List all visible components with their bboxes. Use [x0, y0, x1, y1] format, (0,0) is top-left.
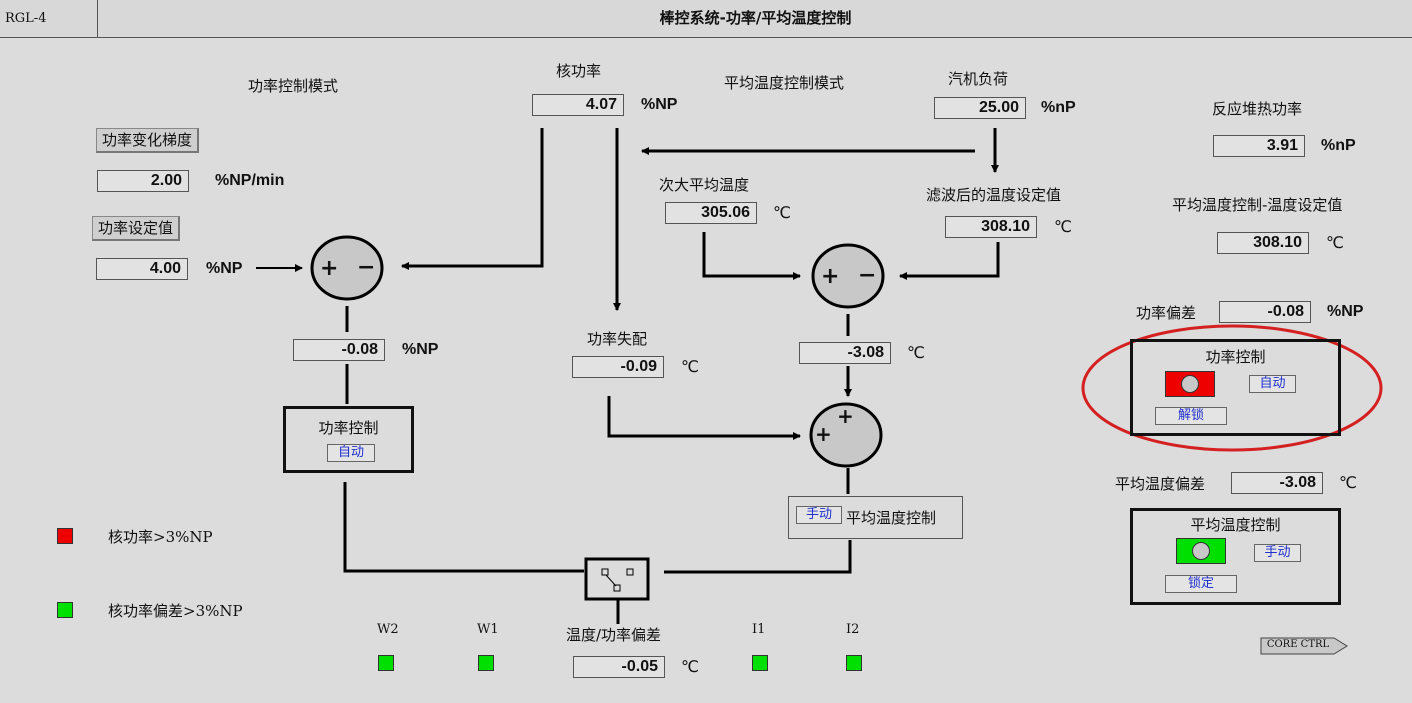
temp-error-value: -3.08	[799, 342, 891, 364]
mismatch-unit: ℃	[681, 357, 699, 376]
line-tavg-to-sum	[702, 232, 801, 280]
power-deviation-unit: %NP	[1327, 303, 1364, 320]
power-control-block-mode-button[interactable]: 自动	[327, 444, 375, 462]
legend-red-label: 核功率>3%NP	[108, 528, 213, 546]
tavg-unit: ℃	[773, 203, 791, 222]
power-gradient-value[interactable]: 2.00	[97, 170, 189, 192]
sum-junction-temp	[811, 243, 885, 309]
power-control-panel-title: 功率控制	[1205, 348, 1266, 366]
arrow-right-icon	[1260, 637, 1348, 655]
line-mismatch-to-sum3	[607, 396, 801, 440]
turbine-load-value: 25.00	[934, 97, 1026, 119]
temp-control-panel: 平均温度控制 手动 锁定	[1130, 508, 1341, 605]
indicator-w2-lamp	[378, 655, 394, 671]
mismatch-label: 功率失配	[587, 330, 648, 348]
legend-green-swatch	[57, 602, 73, 618]
sum1-minus: −	[357, 255, 376, 280]
power-control-mode-button[interactable]: 自动	[1249, 375, 1296, 393]
tavg-value: 305.06	[665, 202, 757, 224]
power-gradient-button[interactable]: 功率变化梯度	[96, 128, 200, 153]
temp-setpoint-value: 308.10	[1217, 232, 1309, 254]
temp-deviation-label: 平均温度偏差	[1115, 475, 1206, 493]
sum2-minus: −	[858, 263, 877, 288]
screen-id: RGL-4	[0, 0, 98, 37]
power-setpoint-value[interactable]: 4.00	[96, 258, 188, 280]
mode-switch	[584, 557, 650, 601]
reactor-power-label: 反应堆热功率	[1212, 100, 1303, 118]
temp-mode-title: 平均温度控制模式	[724, 74, 845, 92]
indicator-i1-label: I1	[752, 622, 766, 637]
power-control-block: 功率控制 自动	[283, 406, 414, 473]
sum1-plus: +	[320, 256, 339, 281]
legend-green-label: 核功率偏差>3%NP	[108, 602, 243, 620]
temp-control-block-mode-button[interactable]: 手动	[796, 506, 842, 524]
mismatch-value: -0.09	[572, 356, 664, 378]
reactor-power-value: 3.91	[1213, 135, 1305, 157]
sum3-plus-top: +	[837, 404, 854, 428]
core-ctrl-nav-button[interactable]: CORE CTRL	[1260, 637, 1350, 655]
indicator-w1-label: W1	[477, 622, 499, 637]
power-control-block-title: 功率控制	[318, 419, 379, 437]
tavg-label: 次大平均温度	[659, 176, 750, 194]
temp-control-panel-title: 平均温度控制	[1190, 516, 1281, 534]
indicator-i2-lamp	[846, 655, 862, 671]
temp-control-status-lamp[interactable]	[1176, 538, 1226, 564]
power-deviation-label: 功率偏差	[1136, 304, 1197, 322]
turbine-load-unit: %nP	[1041, 99, 1076, 116]
temp-setpoint-unit: ℃	[1326, 233, 1344, 252]
sum-junction-power	[310, 235, 384, 301]
power-error-value: -0.08	[293, 339, 385, 361]
line-filtered-to-sum	[899, 242, 1000, 280]
indicator-w2-label: W2	[377, 622, 399, 637]
page-title: 棒控系统-功率/平均温度控制	[659, 9, 852, 27]
temp-setpoint-label: 平均温度控制-温度设定值	[1172, 196, 1343, 214]
nuclear-power-unit: %NP	[641, 96, 678, 113]
legend-red-swatch	[57, 528, 73, 544]
filtered-setpoint-unit: ℃	[1054, 217, 1072, 236]
indicator-i1-lamp	[752, 655, 768, 671]
power-setpoint-button[interactable]: 功率设定值	[92, 216, 181, 241]
power-setpoint-unit: %NP	[206, 260, 243, 277]
temp-control-lock-button[interactable]: 锁定	[1165, 575, 1237, 593]
line-np-to-sum	[401, 128, 544, 270]
highlight-ellipse	[1081, 324, 1383, 452]
power-control-lock-button[interactable]: 解锁	[1155, 407, 1227, 425]
temp-deviation-unit: ℃	[1339, 473, 1357, 492]
temp-error-unit: ℃	[907, 343, 925, 362]
power-gradient-unit: %NP/min	[215, 172, 285, 189]
turbine-load-label: 汽机负荷	[948, 70, 1009, 88]
temp-control-block: 手动 平均温度控制	[788, 496, 963, 539]
nuclear-power-label: 核功率	[556, 62, 602, 80]
core-ctrl-label: CORE CTRL	[1266, 639, 1330, 650]
sum-junction-total	[809, 402, 883, 468]
temp-deviation-value: -3.08	[1231, 472, 1323, 494]
power-error-unit: %NP	[402, 341, 439, 358]
power-control-status-lamp[interactable]	[1165, 371, 1215, 397]
indicator-w1-lamp	[478, 655, 494, 671]
temp-control-mode-button[interactable]: 手动	[1254, 544, 1301, 562]
nuclear-power-value: 4.07	[532, 94, 624, 116]
sum2-plus: +	[821, 264, 840, 289]
sum3-plus-left: +	[815, 422, 832, 446]
switch-value: -0.05	[573, 656, 665, 678]
temp-control-block-title: 平均温度控制	[846, 509, 937, 527]
header-bar: RGL-4 棒控系统-功率/平均温度控制	[0, 0, 1412, 38]
filtered-setpoint-value: 308.10	[945, 216, 1037, 238]
reactor-power-unit: %nP	[1321, 137, 1356, 154]
power-control-panel: 功率控制 自动 解锁	[1130, 339, 1341, 436]
power-deviation-value: -0.08	[1219, 301, 1311, 323]
indicator-i2-label: I2	[846, 622, 860, 637]
switch-label: 温度/功率偏差	[566, 626, 662, 644]
power-mode-title: 功率控制模式	[248, 77, 339, 95]
filtered-setpoint-label: 滤波后的温度设定值	[926, 186, 1062, 204]
switch-unit: ℃	[681, 657, 699, 676]
